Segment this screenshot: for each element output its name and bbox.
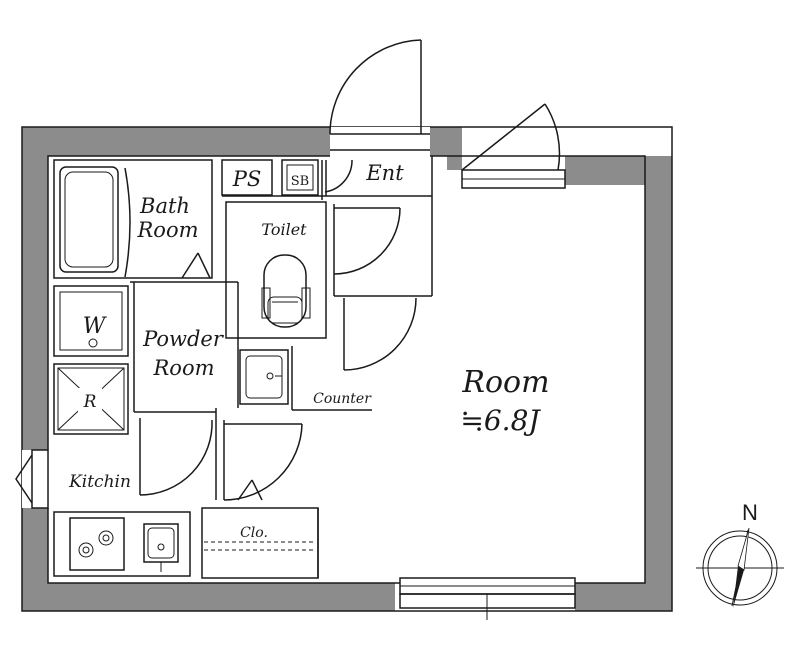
exterior-walls — [22, 127, 672, 611]
entrance-door — [329, 39, 430, 157]
toilet-label: Toilet — [261, 220, 307, 239]
fridge-area — [53, 363, 129, 435]
kitchen-window — [15, 449, 52, 509]
closet-label: Clo. — [240, 525, 268, 541]
main-room-label: Room — [461, 365, 549, 400]
bath-label-1: Bath — [139, 194, 190, 218]
ent-label: Ent — [365, 161, 404, 185]
room-door — [343, 297, 417, 371]
bathroom — [53, 159, 213, 279]
washer-label: W — [83, 314, 108, 339]
compass-north-label: N — [742, 500, 758, 525]
ps-sb-area — [221, 159, 319, 196]
powder-door — [139, 408, 217, 500]
powder-label-1: Powder — [142, 327, 225, 351]
top-window — [461, 103, 566, 189]
bottom-window — [399, 577, 576, 620]
hall-door — [223, 420, 303, 501]
washer-area — [53, 285, 129, 357]
powder-label-2: Room — [152, 356, 214, 380]
ps-label: PS — [232, 167, 262, 191]
kitchen-counter — [53, 511, 191, 577]
entrance-hall — [222, 156, 433, 296]
closet — [201, 507, 319, 579]
sb-label: SB — [291, 174, 309, 189]
interior-outline — [21, 126, 673, 612]
toilet-room — [225, 201, 432, 339]
counter-label: Counter — [313, 391, 372, 407]
compass-icon — [696, 527, 784, 608]
powder-room — [130, 281, 372, 413]
bath-label-2: Room — [136, 218, 198, 242]
fridge-label: R — [83, 392, 97, 412]
main-room-size: ≒6.8J — [460, 404, 541, 437]
kitchen-label: Kitchin — [68, 472, 131, 492]
